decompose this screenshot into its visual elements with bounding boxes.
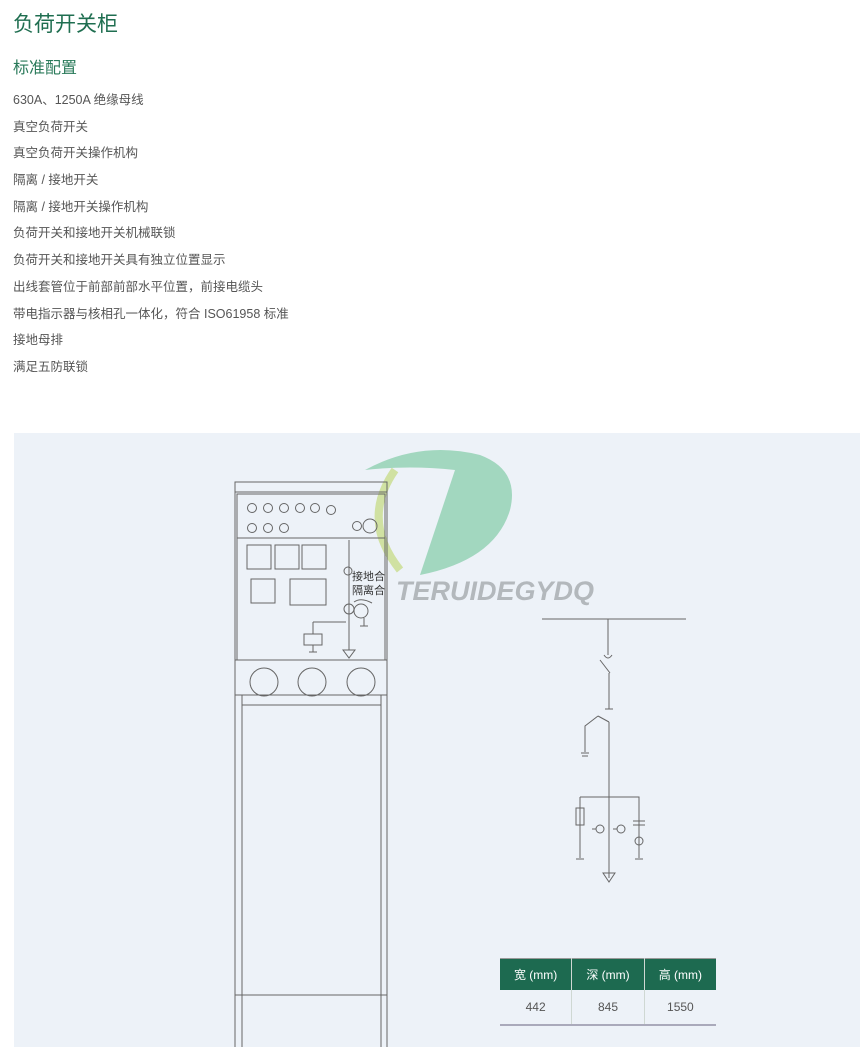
logo-watermark: TERUIDEGYDQ [365, 450, 594, 606]
meter-windows [246, 544, 327, 606]
feature-item: 接地母排 [13, 333, 64, 348]
cabinet-label-earth: 接地合 [352, 569, 385, 583]
table-row: 442 845 1550 [500, 990, 716, 1026]
section-subtitle: 标准配置 [13, 60, 78, 77]
cable-bushings [249, 667, 376, 697]
feature-item: 隔离 / 接地开关 [13, 173, 99, 188]
value-width: 442 [500, 990, 573, 1026]
feature-item: 负荷开关和接地开关机械联锁 [13, 226, 176, 241]
feature-item: 630A、1250A 绝缘母线 [13, 93, 144, 107]
value-depth: 845 [571, 990, 645, 1026]
cabinet-label-isolate: 隔离合 [352, 583, 385, 597]
cabinet-front-view [234, 481, 388, 1047]
feature-item: 隔离 / 接地开关操作机构 [13, 199, 149, 214]
header-width: 宽 (mm) [500, 958, 573, 990]
feature-item: 带电指示器与核相孔一体化，符合 ISO61958 标准 [13, 306, 289, 321]
indicator-lights [247, 503, 378, 534]
value-height: 1550 [644, 990, 716, 1026]
feature-item: 真空负荷开关 [13, 119, 89, 134]
page-title: 负荷开关柜 [13, 13, 118, 36]
feature-list: 630A、1250A 绝缘母线 真空负荷开关 真空负荷开关操作机构 隔离 / 接… [13, 90, 289, 384]
watermark-text: TERUIDEGYDQ [396, 576, 594, 606]
single-line-diagram [542, 618, 686, 883]
header-depth: 深 (mm) [571, 958, 645, 990]
dimensions-table: 宽 (mm) 深 (mm) 高 (mm) 442 845 1550 [500, 958, 716, 1026]
feature-item: 真空负荷开关操作机构 [13, 146, 139, 161]
feature-item: 负荷开关和接地开关具有独立位置显示 [13, 253, 226, 268]
feature-item: 满足五防联锁 [13, 359, 89, 374]
header-height: 高 (mm) [644, 958, 716, 990]
feature-item: 出线套管位于前部前部水平位置，前接电缆头 [13, 279, 264, 294]
